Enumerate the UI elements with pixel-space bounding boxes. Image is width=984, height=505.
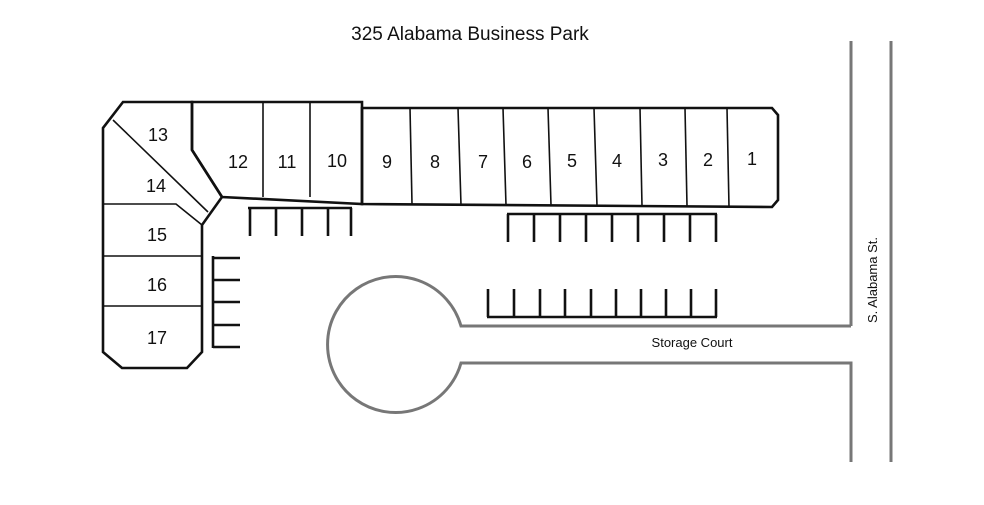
unit-label-15: 15 xyxy=(147,225,167,245)
unit-label-4: 4 xyxy=(612,151,622,171)
unit-label-11: 11 xyxy=(278,152,297,172)
street-label-storage-court: Storage Court xyxy=(652,335,733,350)
unit-label-3: 3 xyxy=(658,150,668,170)
unit-label-10: 10 xyxy=(327,151,347,171)
unit-label-1: 1 xyxy=(747,149,757,169)
unit-label-5: 5 xyxy=(567,151,577,171)
unit-label-13: 13 xyxy=(148,125,168,145)
parking-stalls-west xyxy=(211,256,240,349)
unit-label-2: 2 xyxy=(703,150,713,170)
parking-stalls-east-upper xyxy=(506,212,718,242)
unit-label-16: 16 xyxy=(147,275,167,295)
unit-label-7: 7 xyxy=(478,152,488,172)
parking-stalls-east-lower xyxy=(486,289,718,319)
unit-label-12: 12 xyxy=(228,152,248,172)
unit-label-14: 14 xyxy=(146,176,166,196)
unit-label-8: 8 xyxy=(430,152,440,172)
parking-stalls-center xyxy=(248,206,353,236)
street-label-alabama-st: S. Alabama St. xyxy=(865,237,880,323)
unit-label-17: 17 xyxy=(147,328,167,348)
unit-label-6: 6 xyxy=(522,152,532,172)
storage-court-road xyxy=(326,275,853,462)
unit-label-9: 9 xyxy=(382,152,392,172)
building-west-wing xyxy=(101,100,224,370)
map-title: 325 Alabama Business Park xyxy=(351,24,589,45)
